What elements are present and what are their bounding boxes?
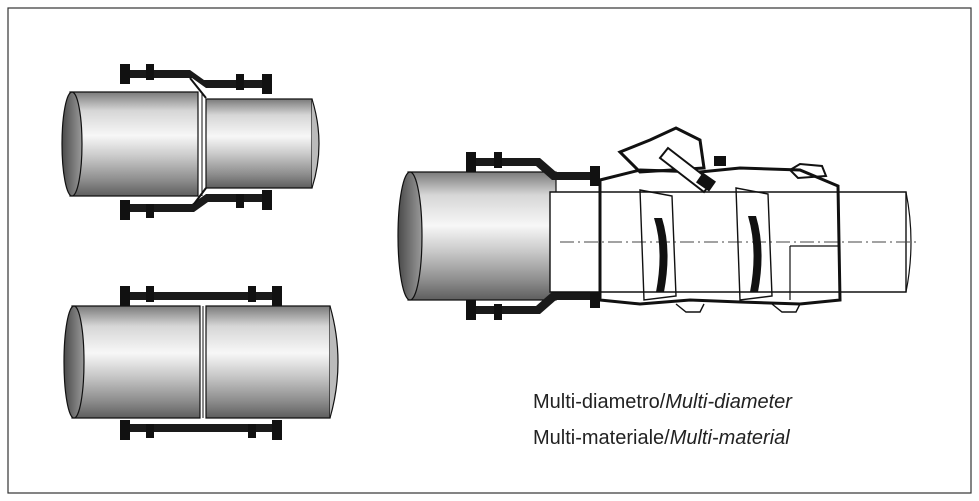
- caption-multi-material-english: Multi-material: [669, 427, 790, 449]
- upper-bolt-mid: [146, 64, 154, 80]
- upper-clamp-bolt-mid: [494, 152, 502, 168]
- lower-bolt-mid2: [236, 194, 244, 208]
- upper-clamp-bolt-left: [466, 152, 476, 172]
- right-pipe-equal-end: [329, 305, 339, 419]
- upper-straight-bolt-right: [272, 286, 282, 306]
- valve-nut: [696, 172, 716, 192]
- valve-housing: [617, 126, 706, 174]
- right-pipe-equal: [205, 305, 331, 419]
- caption-multi-material-italian: Multi-materiale/: [533, 427, 670, 449]
- right-foot: [771, 303, 801, 313]
- left-gasket: [654, 218, 668, 292]
- upper-clamp: [470, 158, 600, 180]
- lower-step: [193, 187, 207, 205]
- large-pipe: [407, 171, 557, 301]
- upper-bolt-right: [262, 74, 272, 94]
- left-pipe-equal-end: [63, 305, 85, 419]
- caption-multi-diameter-english: Multi-diameter: [665, 391, 792, 413]
- upper-straight-bolt-left: [120, 286, 130, 306]
- upper-bolt-left: [120, 64, 130, 84]
- right-pipe-small: [205, 98, 313, 189]
- left-pipe-end: [61, 91, 83, 197]
- caption-multi-diameter-italian: Multi-diametro/: [533, 391, 666, 413]
- diagram-frame: [7, 7, 972, 494]
- caption-multi-diameter: Multi-diametro/Multi-diameter: [533, 392, 792, 412]
- right-gasket: [748, 216, 762, 292]
- upper-coupling-shell: [122, 70, 272, 88]
- lower-clamp-bolt-right: [590, 288, 600, 308]
- stepped-coupling-diagram: [61, 64, 320, 220]
- upper-clamp-bolt-right: [590, 166, 600, 186]
- lower-bolt-mid: [146, 204, 154, 218]
- lower-bolt-right: [262, 190, 272, 210]
- lower-straight-bolt-left: [120, 420, 130, 440]
- straight-coupling-diagram: [63, 286, 339, 440]
- caption-multi-material: Multi-materiale/Multi-material: [533, 428, 790, 448]
- lower-bolt-left: [120, 200, 130, 220]
- lower-clamp-bolt-left: [466, 300, 476, 320]
- left-pipe-equal: [71, 305, 201, 419]
- lower-straight-bolt-mid: [146, 424, 154, 438]
- upper-straight-bolt-mid2: [248, 286, 256, 302]
- upper-bolt-mid2: [236, 74, 244, 90]
- right-sleeve: [735, 187, 773, 301]
- left-pipe-large: [69, 91, 199, 197]
- top-bolt: [714, 156, 726, 166]
- upper-straight-shell: [122, 292, 282, 300]
- right-cap: [788, 162, 828, 180]
- left-sleeve: [639, 189, 677, 301]
- lower-coupling-shell: [122, 194, 272, 212]
- small-pipe-end: [905, 191, 912, 293]
- lower-clamp: [470, 292, 600, 314]
- upper-straight-bolt-mid: [146, 286, 154, 302]
- lower-straight-bolt-right: [272, 420, 282, 440]
- lower-straight-shell: [122, 424, 282, 432]
- right-pipe-end: [311, 98, 320, 189]
- lower-straight-bolt-mid2: [248, 424, 256, 438]
- multi-coupling-diagram: [397, 126, 918, 320]
- left-foot: [675, 303, 705, 313]
- lower-clamp-bolt-mid: [494, 304, 502, 320]
- large-pipe-end: [397, 171, 423, 301]
- upper-step: [189, 77, 207, 99]
